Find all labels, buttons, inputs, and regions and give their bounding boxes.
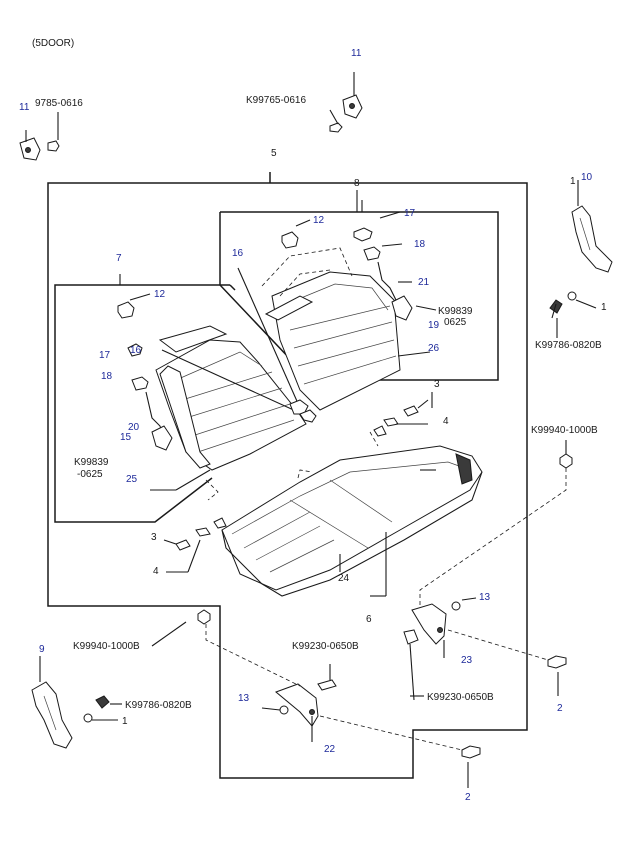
knob-17-left — [127, 343, 143, 357]
callout-3-upper: 3 — [434, 379, 440, 390]
seat-cushion-24 — [221, 445, 483, 597]
bolt-3-lower — [163, 539, 191, 551]
frame-7-edge — [229, 284, 236, 291]
frame-17 — [219, 211, 499, 381]
knob-17-right — [353, 211, 401, 242]
leader-25b — [175, 469, 211, 491]
lock-15 — [151, 425, 173, 451]
clip-12-left — [117, 293, 151, 319]
side-trim-right-10 — [571, 180, 613, 273]
callout-1-bottom: 1 — [122, 716, 128, 727]
lock-19 — [391, 295, 437, 357]
callout-18-right: 18 — [414, 239, 426, 250]
bolt-2-left — [319, 715, 481, 788]
callout-11-left: 11 — [19, 102, 30, 113]
callout-12-left: 12 — [154, 289, 166, 300]
seatback-right-26 — [261, 247, 401, 411]
callout-25: 25 — [126, 474, 138, 485]
partno-99839-left: K99839 — [74, 457, 109, 468]
callout-8: 8 — [354, 178, 360, 189]
escutcheon-18-right — [363, 243, 403, 261]
hinge-16 — [161, 267, 317, 423]
callout-20: 20 — [128, 422, 140, 433]
partno-0650b-left: K99230-0650B — [292, 641, 359, 652]
callout-9: 9 — [39, 644, 45, 655]
callout-18-left: 18 — [101, 371, 113, 382]
nut-4-lower — [166, 527, 211, 573]
partno-1000b-right: K99940-1000B — [531, 425, 598, 436]
callout-16-right: 16 — [232, 248, 244, 259]
bolt-2-right — [447, 629, 567, 696]
bolt-3-upper — [403, 399, 429, 417]
partno-0650b-right: K99230-0650B — [427, 692, 494, 703]
callout-24: 24 — [338, 573, 350, 584]
callout-26: 26 — [428, 343, 440, 354]
partno-0625-right: 0625 — [444, 317, 467, 328]
variant-label: (5DOOR) — [32, 38, 74, 49]
callout-4-lower: 4 — [153, 566, 159, 577]
bolt-0820-top — [549, 291, 597, 338]
partno-0616-left: 9785-0616 — [35, 98, 83, 109]
dash-d — [419, 468, 567, 608]
dash-a — [297, 469, 313, 479]
dash-c — [369, 431, 379, 447]
callout-15: 15 — [120, 432, 132, 443]
callout-1-right: 1 — [601, 302, 607, 313]
side-trim-left-9 — [31, 656, 73, 749]
partno-0625-left: -0625 — [77, 469, 103, 480]
callout-2-left: 2 — [465, 792, 471, 803]
callout-23: 23 — [461, 655, 473, 666]
seat-hinge-23 — [403, 597, 477, 701]
callout-21: 21 — [418, 277, 430, 288]
partno-0616-right: K99765-0616 — [246, 95, 306, 106]
dash-e — [205, 624, 301, 687]
partno-1000b-left: K99940-1000B — [73, 641, 140, 652]
callout-13-left: 13 — [238, 693, 250, 704]
callout-19: 19 — [428, 320, 440, 331]
callout-1-top: 1 — [570, 176, 576, 187]
callout-6: 6 — [366, 614, 372, 625]
partno-99839-right: K99839 — [438, 306, 473, 317]
callout-3-lower: 3 — [151, 532, 157, 543]
callout-2-right: 2 — [557, 703, 563, 714]
hinge-bracket-right-11 — [329, 72, 363, 133]
rod-21 — [377, 261, 412, 301]
partno-0820-bottom: K99786-0820B — [125, 700, 192, 711]
escutcheon-18-left — [131, 376, 149, 391]
callout-22: 22 — [324, 744, 336, 755]
clip-12-right — [281, 219, 311, 249]
callout-10: 10 — [581, 172, 593, 183]
callout-11-right: 11 — [351, 48, 362, 59]
callout-12-right: 12 — [313, 215, 325, 226]
nut-1000b-right — [559, 440, 573, 469]
hinge-bracket-left-11 — [19, 112, 60, 161]
callout-5: 5 — [271, 148, 277, 159]
frame-7 — [54, 284, 230, 523]
assembly-frame-5 — [47, 172, 528, 779]
bracket-upper — [373, 425, 387, 437]
seat-hinge-22 — [261, 664, 337, 742]
nut-4-upper — [383, 417, 428, 427]
seatback-left — [155, 325, 307, 471]
callout-13-right: 13 — [479, 592, 491, 603]
partno-0820-top: K99786-0820B — [535, 340, 602, 351]
callout-17-left: 17 — [99, 350, 111, 361]
bolt-0820-bottom — [83, 695, 122, 723]
callout-7: 7 — [116, 253, 122, 264]
callout-17-right: 17 — [404, 208, 416, 219]
dash-b — [205, 479, 219, 501]
bracket-lower — [213, 517, 227, 529]
callout-16-left: 16 — [130, 345, 142, 356]
callout-4-upper: 4 — [443, 416, 449, 427]
nut-1000b-left — [151, 609, 211, 647]
